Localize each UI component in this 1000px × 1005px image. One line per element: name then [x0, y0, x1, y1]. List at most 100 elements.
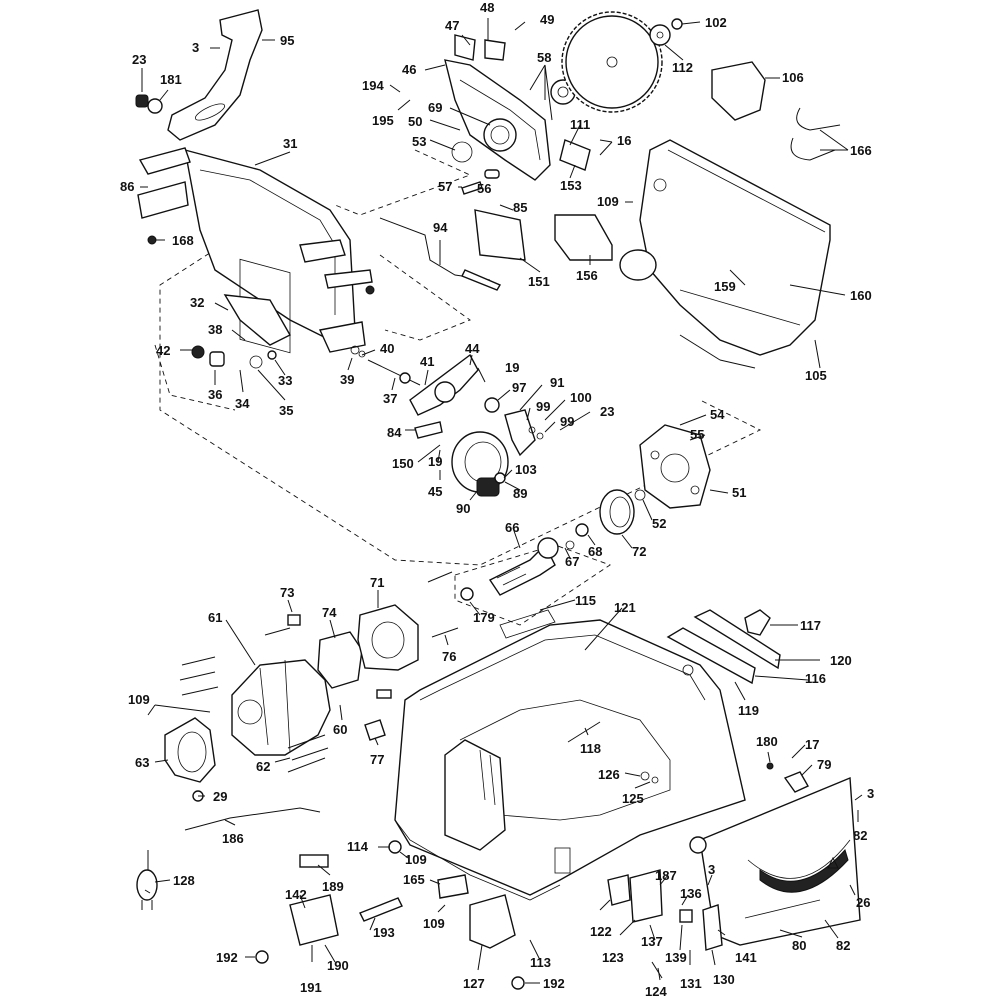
knob-36	[209, 351, 225, 367]
callout-119: 119	[738, 703, 759, 718]
callout-55: 55	[690, 427, 704, 442]
part-78	[376, 689, 392, 699]
armature-66	[488, 523, 589, 596]
callout-69: 69	[428, 100, 442, 115]
knob-23	[135, 94, 163, 114]
callout-16: 16	[617, 133, 631, 148]
callout-41: 41	[420, 354, 434, 369]
callout-195: 195	[372, 113, 394, 128]
pin-57	[461, 181, 483, 195]
plate-151	[474, 209, 526, 261]
switch-122	[607, 874, 631, 906]
callout-67: 67	[565, 554, 579, 569]
bracket-153	[559, 139, 591, 171]
callout-19-b: 19	[428, 454, 442, 469]
callout-150: 150	[392, 456, 414, 471]
callout-23: 23	[132, 52, 146, 67]
dust-port	[619, 249, 657, 281]
riving-knife-bracket-95	[167, 9, 263, 141]
callout-159: 159	[714, 279, 736, 294]
callout-38: 38	[208, 322, 222, 337]
callout-122: 122	[590, 924, 612, 939]
rod-193	[359, 897, 403, 922]
callout-127: 127	[463, 976, 485, 991]
callout-139: 139	[665, 950, 687, 965]
gear-housing-46	[444, 59, 551, 181]
callout-168: 168	[172, 233, 194, 248]
callout-82: 82	[853, 828, 867, 843]
callout-131: 131	[680, 976, 702, 991]
callout-54: 54	[710, 407, 725, 422]
cord-wrap-190	[289, 894, 339, 946]
callout-109-b: 109	[128, 692, 150, 707]
callout-52: 52	[652, 516, 666, 531]
part-189	[299, 854, 329, 868]
callout-58: 58	[537, 50, 551, 65]
callout-97: 97	[512, 380, 526, 395]
callout-94: 94	[433, 220, 448, 235]
wrench-120	[693, 609, 781, 670]
callout-labels: 95 3 23 181 31 86 168 48 47 49 46 194 19…	[120, 0, 874, 999]
switch-123	[629, 869, 663, 923]
callout-112: 112	[672, 60, 693, 75]
plate-32	[223, 294, 291, 346]
callout-109-d: 109	[423, 916, 445, 931]
callout-37: 37	[383, 391, 397, 406]
callout-125: 125	[622, 791, 644, 806]
callout-166: 166	[850, 143, 872, 158]
callout-90: 90	[456, 501, 470, 516]
pulley-90	[451, 431, 509, 497]
part-165	[437, 874, 469, 899]
callout-137: 137	[641, 934, 663, 949]
base-113	[394, 619, 746, 901]
callout-128: 128	[173, 873, 195, 888]
ring-35	[249, 355, 263, 369]
wrench-116	[666, 627, 756, 685]
callout-190: 190	[327, 958, 349, 973]
callout-68: 68	[588, 544, 602, 559]
callout-71: 71	[370, 575, 384, 590]
label-115	[499, 609, 556, 639]
washer-112	[649, 24, 671, 46]
callout-32: 32	[190, 295, 204, 310]
callout-99-b: 99	[560, 414, 574, 429]
callout-126: 126	[598, 767, 620, 782]
callout-82-b: 82	[836, 938, 850, 953]
callout-181: 181	[160, 72, 182, 87]
callout-50: 50	[408, 114, 422, 129]
callout-109-c: 109	[405, 852, 427, 867]
callout-114: 114	[347, 839, 369, 854]
leader-lines	[140, 18, 863, 984]
motor-housing-61	[179, 656, 331, 756]
part-139	[679, 909, 693, 923]
part-47	[454, 34, 476, 61]
part-114	[388, 840, 402, 854]
callout-62: 62	[256, 759, 270, 774]
callout-111: 111	[570, 117, 590, 132]
screw-118	[567, 721, 601, 743]
callout-180: 180	[756, 734, 778, 749]
plug-128	[136, 850, 158, 910]
part-103	[494, 472, 506, 484]
callout-89: 89	[513, 486, 527, 501]
callout-84: 84	[387, 425, 402, 440]
callout-192-b: 192	[543, 976, 565, 991]
callout-35: 35	[279, 403, 293, 418]
callout-66: 66	[505, 520, 519, 535]
callout-74: 74	[322, 605, 337, 620]
lever-91	[504, 409, 536, 457]
callout-61: 61	[208, 610, 222, 625]
callout-142: 142	[285, 887, 307, 902]
callout-115: 115	[575, 593, 596, 608]
callout-186: 186	[222, 831, 244, 846]
saw-blade	[561, 11, 663, 113]
callout-3-c: 3	[708, 862, 715, 877]
callout-77: 77	[370, 752, 384, 767]
fan-cover-63	[164, 717, 216, 783]
callout-47: 47	[445, 18, 459, 33]
callout-49: 49	[540, 12, 554, 27]
hood-106	[711, 61, 766, 121]
callout-109: 109	[597, 194, 619, 209]
callout-113: 113	[530, 955, 551, 970]
callout-194: 194	[362, 78, 384, 93]
